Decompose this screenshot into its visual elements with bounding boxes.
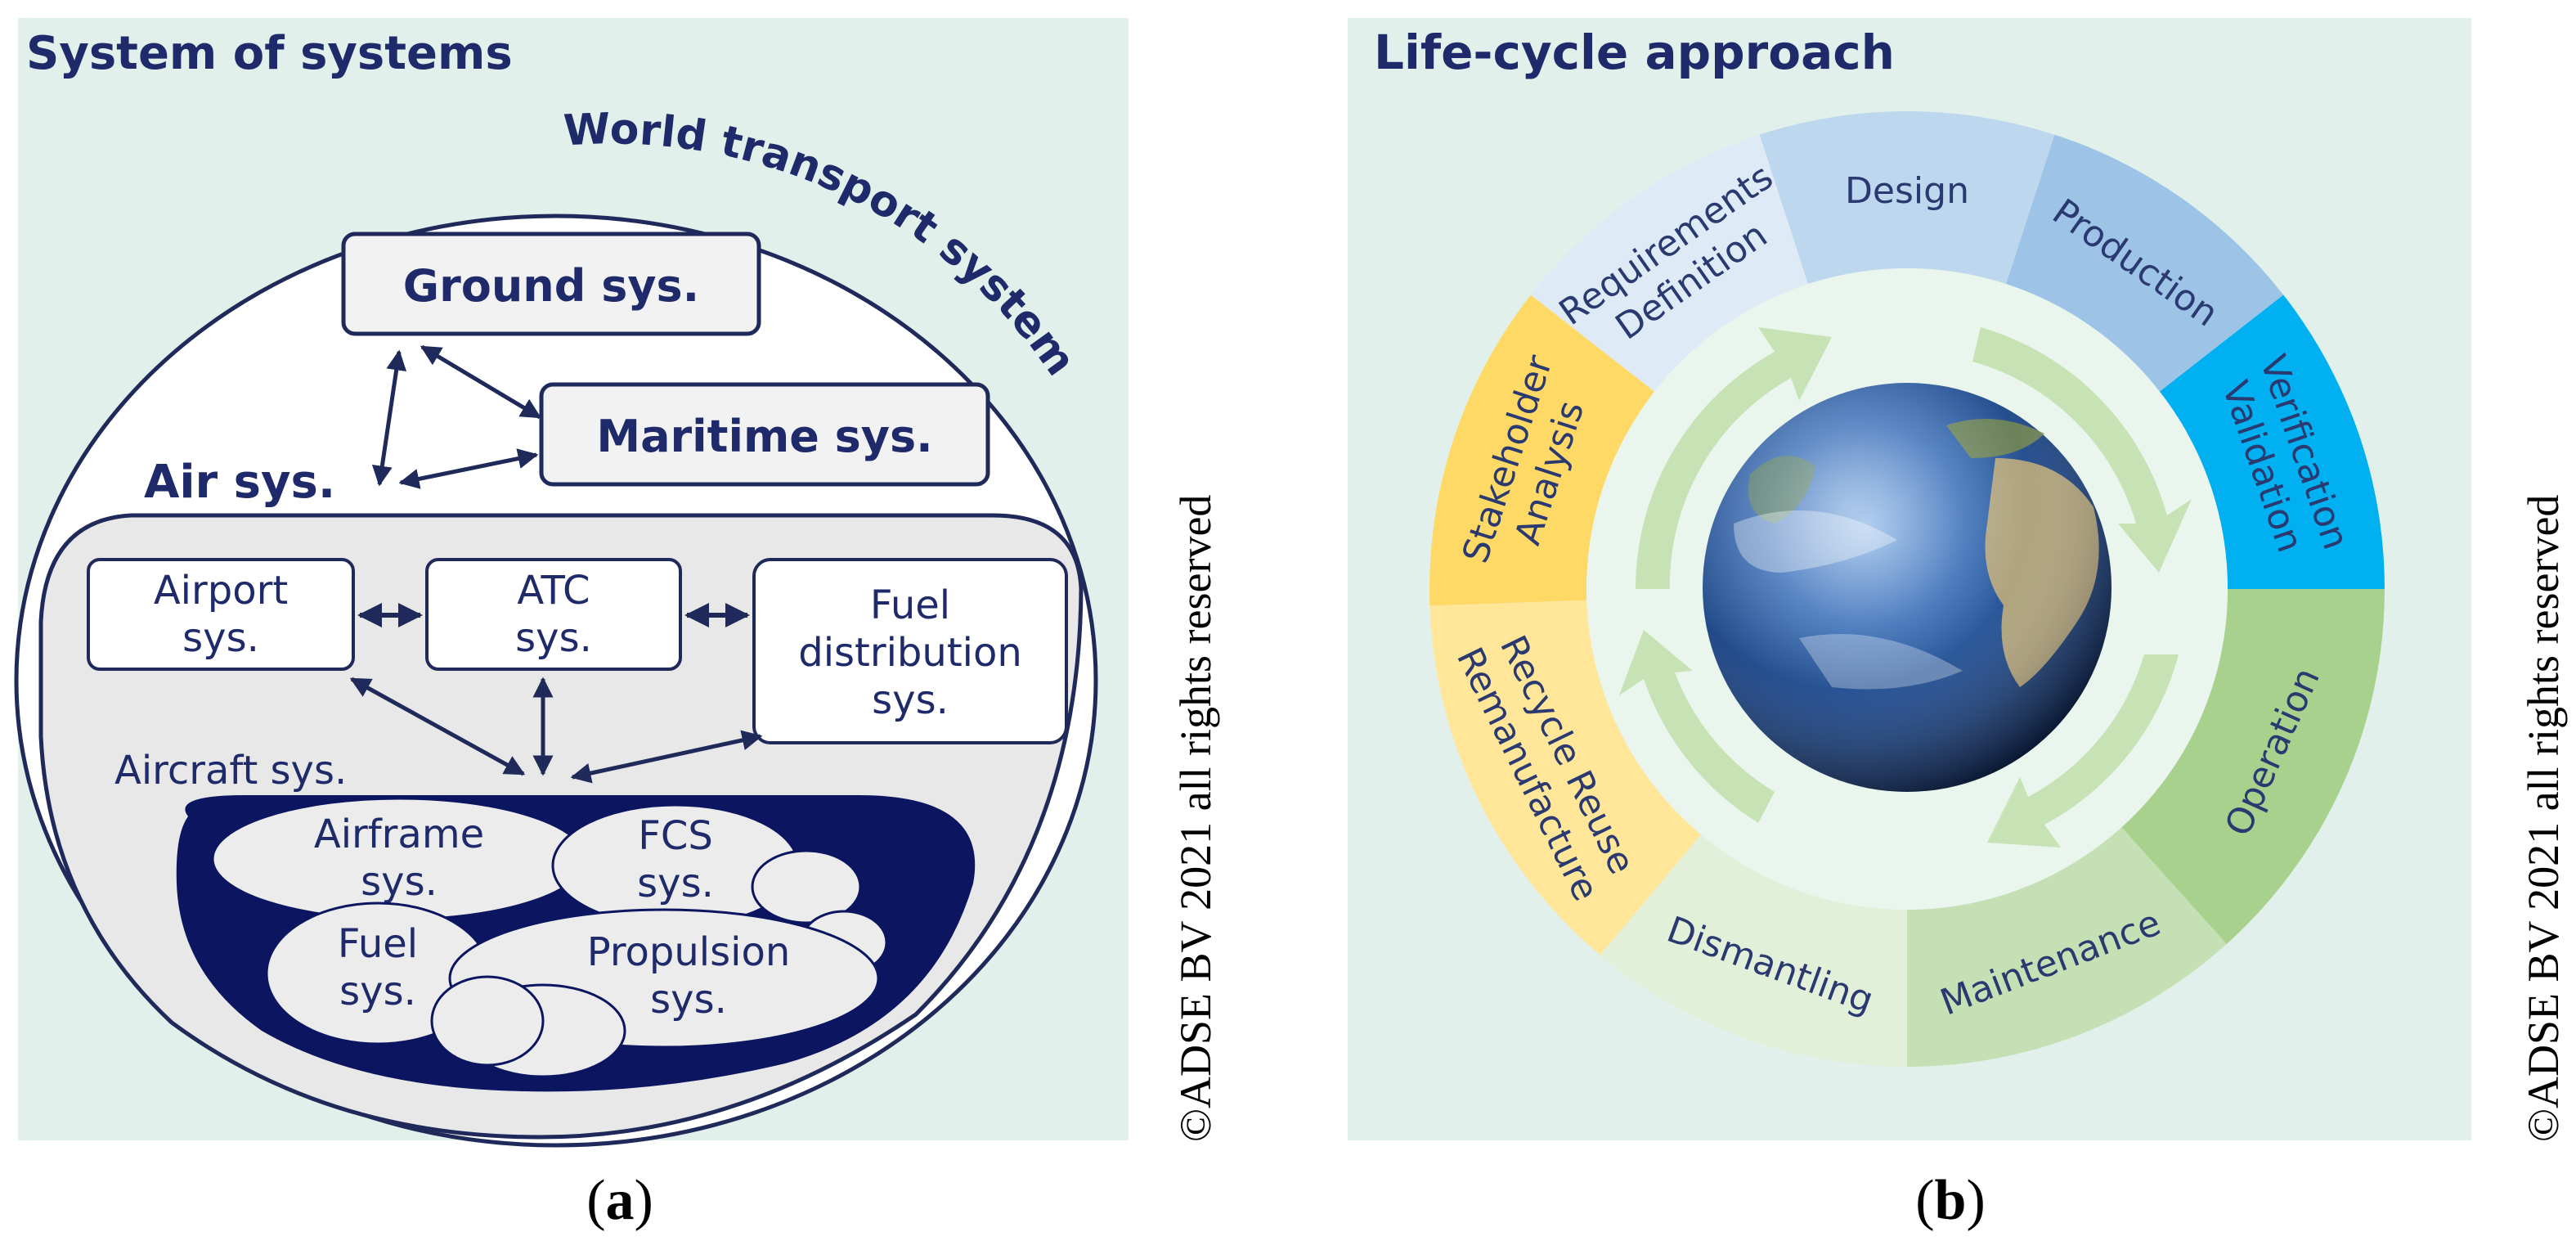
airport-sys-line1: Airport [154,568,288,614]
panel-a: System of systems World transport system… [14,18,1220,1232]
ring-segment-4 [1907,827,2227,1067]
aircraft-sys-label: Aircraft sys. [114,748,347,794]
arrow-fuel-aircraft [570,730,763,784]
ring-label-0: Design [1845,170,1969,212]
ring-segment-5 [1600,834,1907,1067]
atc-sys-line2: sys. [515,615,592,661]
panel-b-title: Life-cycle approach [1374,25,1895,80]
ring-label-line: Design [1845,170,1969,212]
fuel-line1: Fuel [338,921,418,967]
ring-segment-8 [1530,134,1808,392]
ground-sys-label: Ground sys. [403,260,699,312]
cycle-arrow-1 [1635,327,1832,589]
fuel-distribution-line3: sys. [872,677,949,723]
fcs-sub-ellipse [751,849,862,924]
fuel-distribution-box [752,558,1068,744]
panel-a-title: System of systems [26,27,513,80]
airframe-line1: Airframe [314,812,484,857]
earth-shading [1703,383,2112,792]
fuel-distribution-line2: distribution [798,630,1022,676]
ring-segment-3 [2121,589,2385,944]
fcs-line2: sys. [637,861,714,906]
cycle-arrow-2 [1972,327,2192,573]
maritime-sys-label: Maritime sys. [596,411,932,462]
cycle-arrow-4 [1619,630,1775,823]
propulsion-line2: sys. [650,977,727,1023]
airframe-line2: sys. [361,859,438,905]
air-sys-label: Air sys. [144,456,335,509]
arrow-airport-aircraft [349,677,526,776]
caption-a: (a) [586,1169,653,1232]
ring-segment-6 [1429,600,1702,955]
fuel-distribution-line1: Fuel [870,582,950,628]
propulsion-sub-ellipse-2 [430,975,545,1067]
fuel-line2: sys. [339,969,416,1014]
arrow-air-maritime [398,448,539,489]
copyright-b: ©ADSE BV 2021 all rights reserved [2519,495,2568,1142]
cycle-arrow-3 [1987,654,2179,848]
arrow-ground-air [371,349,407,487]
fcs-line1: FCS [638,813,713,859]
caption-b: (b) [1915,1169,1986,1232]
maritime-sys-box [539,382,990,487]
atc-sys-box [425,558,682,671]
lifecycle-ring [1429,111,2385,1067]
atc-sys-line1: ATC [517,568,590,614]
propulsion-line1: Propulsion [587,929,791,975]
arrow-ground-maritime [420,344,542,420]
ring-segment-0 [1759,111,2055,285]
ground-sys-box [341,232,761,336]
ring-segment-7 [1429,295,1655,606]
ring-segment-2 [2159,295,2385,589]
airport-sys-line2: sys. [182,615,259,661]
cycle-arrows [1619,327,2192,848]
ring-segment-1 [2006,134,2284,392]
copyright-a: ©ADSE BV 2021 all rights reserved [1171,495,1220,1142]
airport-sys-box [87,558,355,671]
